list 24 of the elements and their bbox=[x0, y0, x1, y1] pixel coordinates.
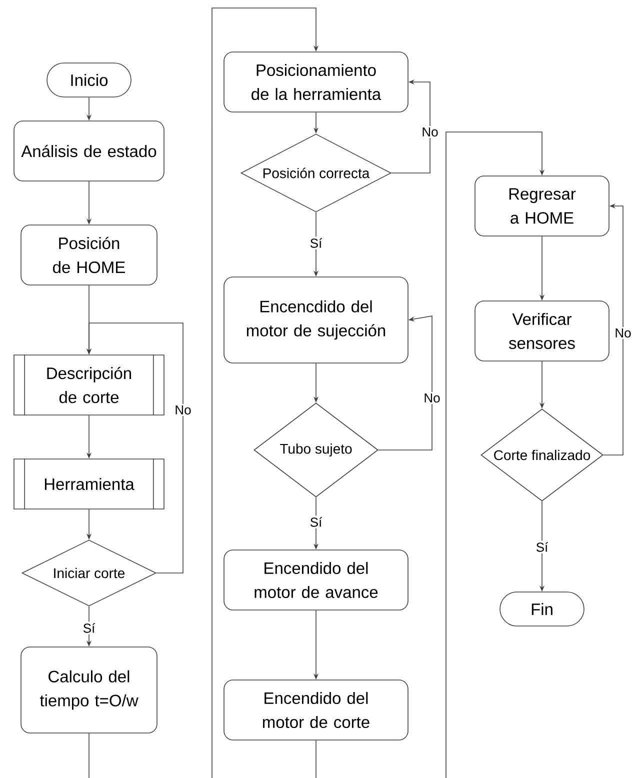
process-box: Verificar sensores bbox=[474, 300, 610, 362]
process-box: Posicionamiento de la herramienta bbox=[224, 52, 408, 112]
arrow bbox=[378, 316, 432, 450]
process-box: Encencdido del motor de sujección bbox=[224, 276, 408, 364]
edge-label: Sí bbox=[308, 516, 324, 528]
process-box: Análisis de estado bbox=[14, 120, 164, 182]
subprocess-box: Herramienta bbox=[14, 458, 164, 510]
edge-label: Sí bbox=[81, 622, 97, 634]
terminal-box: Inicio bbox=[46, 62, 132, 98]
edge-label: Sí bbox=[308, 236, 324, 250]
edge-label: No bbox=[422, 392, 442, 404]
arrow bbox=[88, 8, 319, 778]
process-box: Posición de HOME bbox=[20, 224, 158, 286]
terminal-box: Fin bbox=[500, 592, 584, 626]
edge-label: No bbox=[613, 326, 633, 340]
edge-label: Sí bbox=[534, 540, 550, 554]
edge-label: No bbox=[173, 404, 193, 416]
edge-label: No bbox=[420, 126, 440, 138]
process-box: Encendido del motor de avance bbox=[224, 550, 408, 610]
process-box: Calculo del tiempo t=O/w bbox=[20, 646, 158, 734]
process-box: Regresar a HOME bbox=[474, 176, 610, 236]
subprocess-box: Descripción de corte bbox=[14, 354, 164, 416]
process-box: Encendido del motor de corte bbox=[224, 680, 408, 740]
arrow bbox=[316, 132, 545, 778]
